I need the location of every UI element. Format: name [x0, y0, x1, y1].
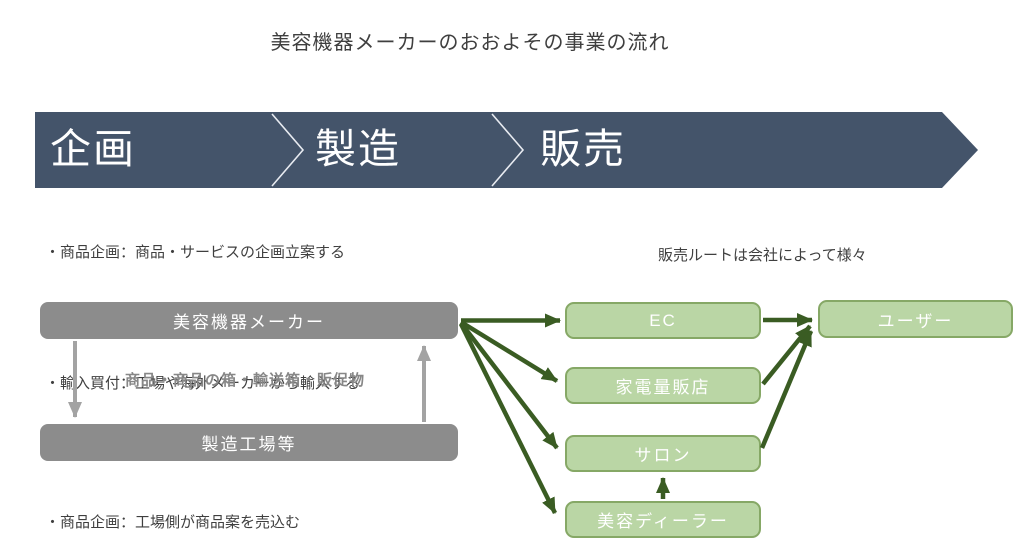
banner-arrow-tip	[942, 112, 978, 188]
stage-label-sales: 販売	[540, 126, 626, 172]
arrow-retailer-to-user	[761, 324, 812, 386]
process-banner: 企画 製造 販売	[35, 112, 978, 188]
stage-label-planning: 企画	[50, 126, 136, 172]
page-title: 美容機器メーカーのおおよその事業の流れ	[270, 32, 670, 54]
chevron-separator-icon	[491, 113, 525, 187]
supply-items-label: 商品・商品の箱・輸送箱・販促物	[124, 372, 365, 389]
arrow-maker-to-retailer	[459, 320, 559, 383]
banner-chevrons	[271, 113, 525, 187]
factory-notes: ・商品企画：工場側が商品案を売込む ・商品設計：要望に合わせた設計を行う ・生産…	[45, 469, 315, 559]
salon-box: サロン	[565, 435, 761, 472]
user-box: ユーザー	[818, 300, 1013, 338]
factory-box: 製造工場等	[40, 424, 458, 461]
arrow-salon-to-user	[759, 330, 814, 449]
maker-box: 美容機器メーカー	[40, 302, 458, 339]
note-line: ・商品企画：商品・サービスの企画立案する	[45, 244, 346, 262]
electronics-retailer-box: 家電量販店	[565, 367, 761, 404]
stage-label-manufacturing: 製造	[315, 126, 401, 172]
ec-box: EC	[565, 302, 761, 339]
sales-route-note: 販売ルートは会社によって様々	[658, 247, 867, 264]
beauty-dealer-box: 美容ディーラー	[565, 501, 761, 538]
note-line: ・商品企画：工場側が商品案を売込む	[45, 514, 301, 532]
banner-body	[35, 112, 942, 188]
arrow-maker-to-dealer	[458, 322, 558, 515]
note-line: ・輸入買付：工場や海外メーカーから輸入する	[45, 374, 361, 392]
chevron-separator-icon	[271, 113, 305, 187]
arrow-maker-to-salon	[459, 321, 559, 450]
